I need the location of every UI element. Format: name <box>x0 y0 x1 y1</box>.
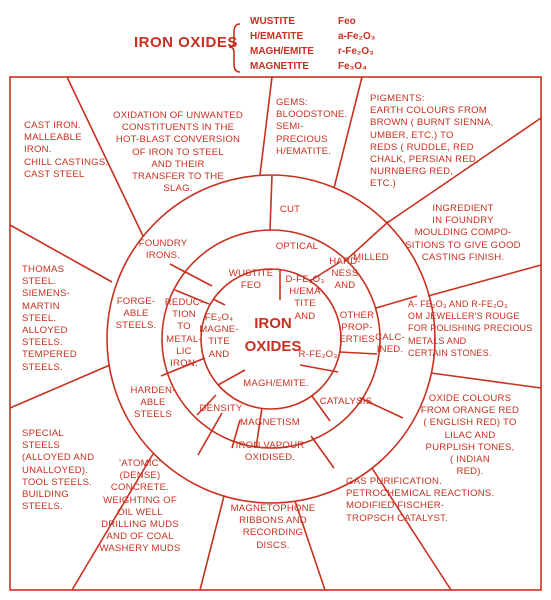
middle-density: DENSITY <box>199 403 243 414</box>
sector-oxidation: OXIDATION OF UNWANTED CONSTITUENTS IN TH… <box>113 110 243 195</box>
oxide-row-wustite: WUSTITE Feo <box>250 16 356 27</box>
oxide-row-hematite: H/EMATITE a-Fe₂O₃ <box>250 31 375 42</box>
spoke-cast-oxidation <box>66 76 144 237</box>
sector-gas-purification: GAS PURIFICATION. PETROCHEMICAL REACTION… <box>346 476 495 524</box>
sector-thomas-steel: THOMAS STEEL. SIEMENS- MARTIN STEEL. ALL… <box>22 264 77 373</box>
middle-other-properties: OTHER PROP- ERTIES <box>339 310 375 346</box>
sector-atomic-concrete: 'ATOMIC' (DENSE) CONCRETE. WEIGHTING OF … <box>99 458 181 555</box>
oxide-formula: Feo <box>338 16 356 27</box>
spoke-rouge-colours <box>430 372 542 389</box>
sector-pigments: PIGMENTS: EARTH COLOURS FROM BROWN ( BUR… <box>370 93 494 190</box>
spoke-thomas-cast <box>9 224 113 283</box>
div-magn-catalysis <box>311 395 331 422</box>
inner-ring <box>200 268 342 410</box>
spoke-ingredient-rouge <box>427 264 542 297</box>
div-density-magn <box>255 407 263 449</box>
outer-forgeable: FORGE- ABLE STEELS. <box>115 296 157 332</box>
inner-wustite: WUSTITE FeO <box>228 268 274 292</box>
spoke-gems-pigments <box>333 76 363 189</box>
middle-hardness: HARD- NESS AND <box>329 256 361 292</box>
outer-milled: MILLED <box>353 252 389 263</box>
inner-maghemite: MAGH/EMITE. <box>243 378 309 389</box>
outer-foundry: FOUNDRY IRONS. <box>138 238 188 262</box>
diagram-title: IRON OXIDES <box>134 34 238 51</box>
middle-magnetism: MAGNETISM <box>240 417 300 428</box>
div-reduction-top <box>174 289 210 305</box>
spoke-gas-magnetophone <box>294 500 326 591</box>
div-catalysis-calcined <box>359 397 404 419</box>
div-foundry-forge <box>169 263 213 287</box>
div-cut-foundry <box>269 174 273 231</box>
inner-magnetite: Fe₃O₄ MAGNE- TITE AND <box>199 312 239 360</box>
oxide-formula: a-Fe₂O₃ <box>338 31 376 42</box>
center-label: IRON OXIDES <box>244 315 302 355</box>
oxide-row-maghemite: MAGH/EMITE r-Fe₂O₃ <box>250 46 374 57</box>
spoke-special-thomas <box>9 364 111 409</box>
div-density-magnetism <box>231 419 241 449</box>
middle-optical: OPTICAL <box>275 241 319 252</box>
spoke-pigments-ingredient <box>386 117 542 224</box>
brace <box>228 23 241 73</box>
div-inner-wustite <box>212 298 226 306</box>
oxide-row-magnetite: MAGNETITE Fe₃O₄ <box>250 61 367 72</box>
sector-magnetophone: MAGNETOPHONE RIBBONS AND RECORDING DISCS… <box>230 503 316 551</box>
div-harden-density <box>197 412 223 456</box>
div-catalysis-props <box>339 351 378 355</box>
outer-cut: CUT <box>279 204 301 215</box>
middle-catalysis: CATALYSIS <box>319 396 373 407</box>
outer-iron-vapour: IRON VAPOUR OXIDISED. <box>235 440 305 464</box>
div-forge-harden <box>160 357 206 377</box>
middle-reduction: REDUC- TION TO METAL- LIC IRON. <box>164 297 204 370</box>
oxide-name: MAGH/EMITE <box>250 46 314 57</box>
sector-foundry-ingredient: INGREDIENT IN FOUNDRY MOULDING COMPO- SI… <box>405 203 521 263</box>
spoke-atomic-special <box>71 453 154 591</box>
oxide-name: WUSTITE <box>250 16 295 27</box>
oxide-name: H/EMATITE <box>250 31 304 42</box>
sector-special-steels: SPECIAL STEELS (ALLOYED AND UNALLOYED). … <box>22 428 95 513</box>
sector-rouge: a- Fe₂O₃ AND r-Fe₂O₃ OM JEWELLER'S ROUGE… <box>408 299 533 358</box>
sector-gems: GEMS: BLOODSTONE. SEMI- PRECIOUS H/EMATI… <box>276 97 348 157</box>
spoke-colours-gas <box>371 467 452 591</box>
oxide-formula: r-Fe₂O₃ <box>338 46 374 57</box>
outer-ring <box>106 174 436 504</box>
outer-frame <box>9 76 542 591</box>
outer-calcined: CALC- INED. <box>375 332 405 356</box>
inner-rfe2o3: r-Fe₂O₃ <box>298 349 338 360</box>
inner-hematite: d-Fe₂O₃ H/EMA TITE AND <box>285 274 325 322</box>
oxide-formula: Fe₃O₄ <box>338 61 367 72</box>
sector-cast-iron: CAST IRON. MALLEABLE IRON. CHILL CASTING… <box>24 120 109 180</box>
spoke-magnetophone-atomic <box>199 495 225 591</box>
sector-oxide-colours: OXIDE COLOURS FROM ORANGE RED ( ENGLISH … <box>420 393 520 478</box>
div-props-optical <box>309 261 341 282</box>
div-vapour-catalysis <box>310 435 335 469</box>
div-inner-magnetite <box>217 369 246 386</box>
spoke-oxidation-gems <box>259 76 273 176</box>
div-inner-rfe <box>299 364 339 373</box>
div-reduction-density <box>196 394 217 416</box>
div-milled-cut <box>343 220 390 263</box>
outer-hardenable: HARDEN- ABLE STEELS <box>130 385 176 421</box>
oxide-name: MAGNETITE <box>250 61 309 72</box>
middle-ring <box>161 229 381 449</box>
div-calcined-milled <box>375 295 418 309</box>
